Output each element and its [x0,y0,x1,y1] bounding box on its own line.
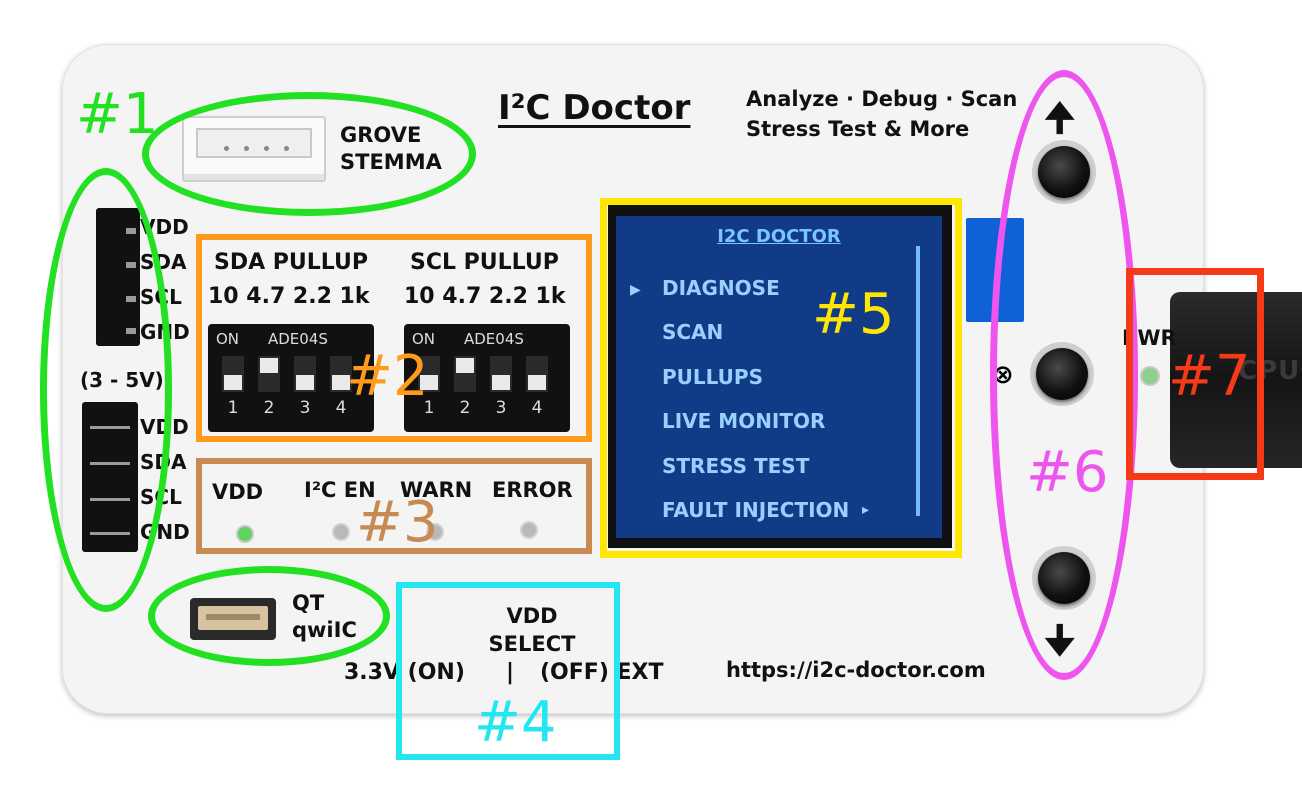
pwr-led [1140,366,1160,386]
vdd-led [236,525,254,543]
menu-item-fault-injection[interactable]: FAULT INJECTION [662,498,850,522]
annotation-1-grove-ellipse [142,92,476,216]
annotation-3-box [196,458,592,554]
dip-number: 3 [495,398,507,418]
annotation-1-label: #1 [76,82,159,147]
scl-switch-3[interactable] [490,356,512,392]
scl-pullup-title: SCL PULLUP [410,250,559,275]
dip-number: 2 [263,398,275,418]
annotation-2-box [196,234,592,442]
dip-number: 1 [227,398,239,418]
dip-on-label: ON [216,330,240,348]
menu-item-pullups[interactable]: PULLUPS [662,365,763,389]
menu-item-diagnose[interactable]: DIAGNOSE [662,276,780,300]
led-label-error: ERROR [492,478,573,502]
tagline-line-2: Stress Test & More [746,117,970,141]
sda-switch-3[interactable] [294,356,316,392]
vdd-select-separator: | [506,660,515,685]
board-title: I²C Doctor [498,88,691,128]
scl-switch-4[interactable] [526,356,548,392]
annotation-1-qwiic-ellipse [148,566,390,666]
sda-dip-switch[interactable]: ON ADE04S 1 2 3 4 [208,324,374,432]
annotation-6-label: #6 [1026,440,1109,505]
dip-on-label: ON [412,330,436,348]
lcd-title: I2C DOCTOR [717,226,841,247]
tagline-line-1: Analyze · Debug · Scan [746,87,1018,111]
menu-item-stress-test[interactable]: STRESS TEST [662,454,810,478]
dip-number: 4 [335,398,347,418]
annotation-2-label: #2 [346,344,429,409]
dip-number: 2 [459,398,471,418]
annotation-7-label: #7 [1168,344,1251,409]
menu-item-scan[interactable]: SCAN [662,320,724,344]
submenu-arrow-icon: ▸ [862,502,870,518]
url-text: https://i2c-doctor.com [726,658,986,682]
i2c-en-led [332,523,350,541]
cable-print: CPUC [1238,356,1302,386]
usb-cable [1170,292,1302,468]
scl-switch-1[interactable] [418,356,440,392]
error-led [520,521,538,539]
annotation-5-label: #5 [812,282,895,347]
dip-number: 1 [423,398,435,418]
tagline: Analyze · Debug · Scan Stress Test & Mor… [746,84,1017,144]
vdd-select-label: VDD SELECT [482,602,582,658]
vdd-select-off: (OFF) EXT [540,660,664,685]
menu-item-live-monitor[interactable]: LIVE MONITOR [662,409,826,433]
annotation-6-ellipse [990,70,1138,680]
menu-cursor-icon: ▶ [630,282,641,298]
dip-number: 4 [531,398,543,418]
annotation-3-label: #3 [356,490,439,555]
lcd-scrollbar [916,246,920,516]
sda-switch-4[interactable] [330,356,352,392]
annotation-4-label: #4 [474,690,557,755]
scl-dip-switch[interactable]: ON ADE04S 1 2 3 4 [404,324,570,432]
sda-switch-1[interactable] [222,356,244,392]
annotation-1-header-ellipse [40,168,172,612]
led-label-warn: WARN [400,478,473,502]
sda-pullup-title: SDA PULLUP [214,250,369,275]
annotation-4-box [396,582,620,760]
vdd-select-line-1: VDD [506,604,558,628]
led-label-vdd: VDD [212,480,264,504]
dip-model-label: ADE04S [268,330,328,348]
vdd-select-on: 3.3V (ON) [344,660,465,685]
annotation-5-box [600,198,962,558]
scl-pullup-values: 10 4.7 2.2 1k [404,284,566,309]
sda-switch-2[interactable] [258,356,280,392]
led-label-i2c-en: I²C EN [304,478,376,502]
lcd-screen[interactable]: I2C DOCTOR ▶ DIAGNOSE SCAN PULLUPS LIVE … [616,216,942,538]
dip-model-label: ADE04S [464,330,524,348]
dip-number: 3 [299,398,311,418]
annotation-7-box [1126,268,1264,480]
scl-switch-2[interactable] [454,356,476,392]
warn-led [426,523,444,541]
vdd-select-line-2: SELECT [488,632,576,656]
sda-pullup-values: 10 4.7 2.2 1k [208,284,370,309]
